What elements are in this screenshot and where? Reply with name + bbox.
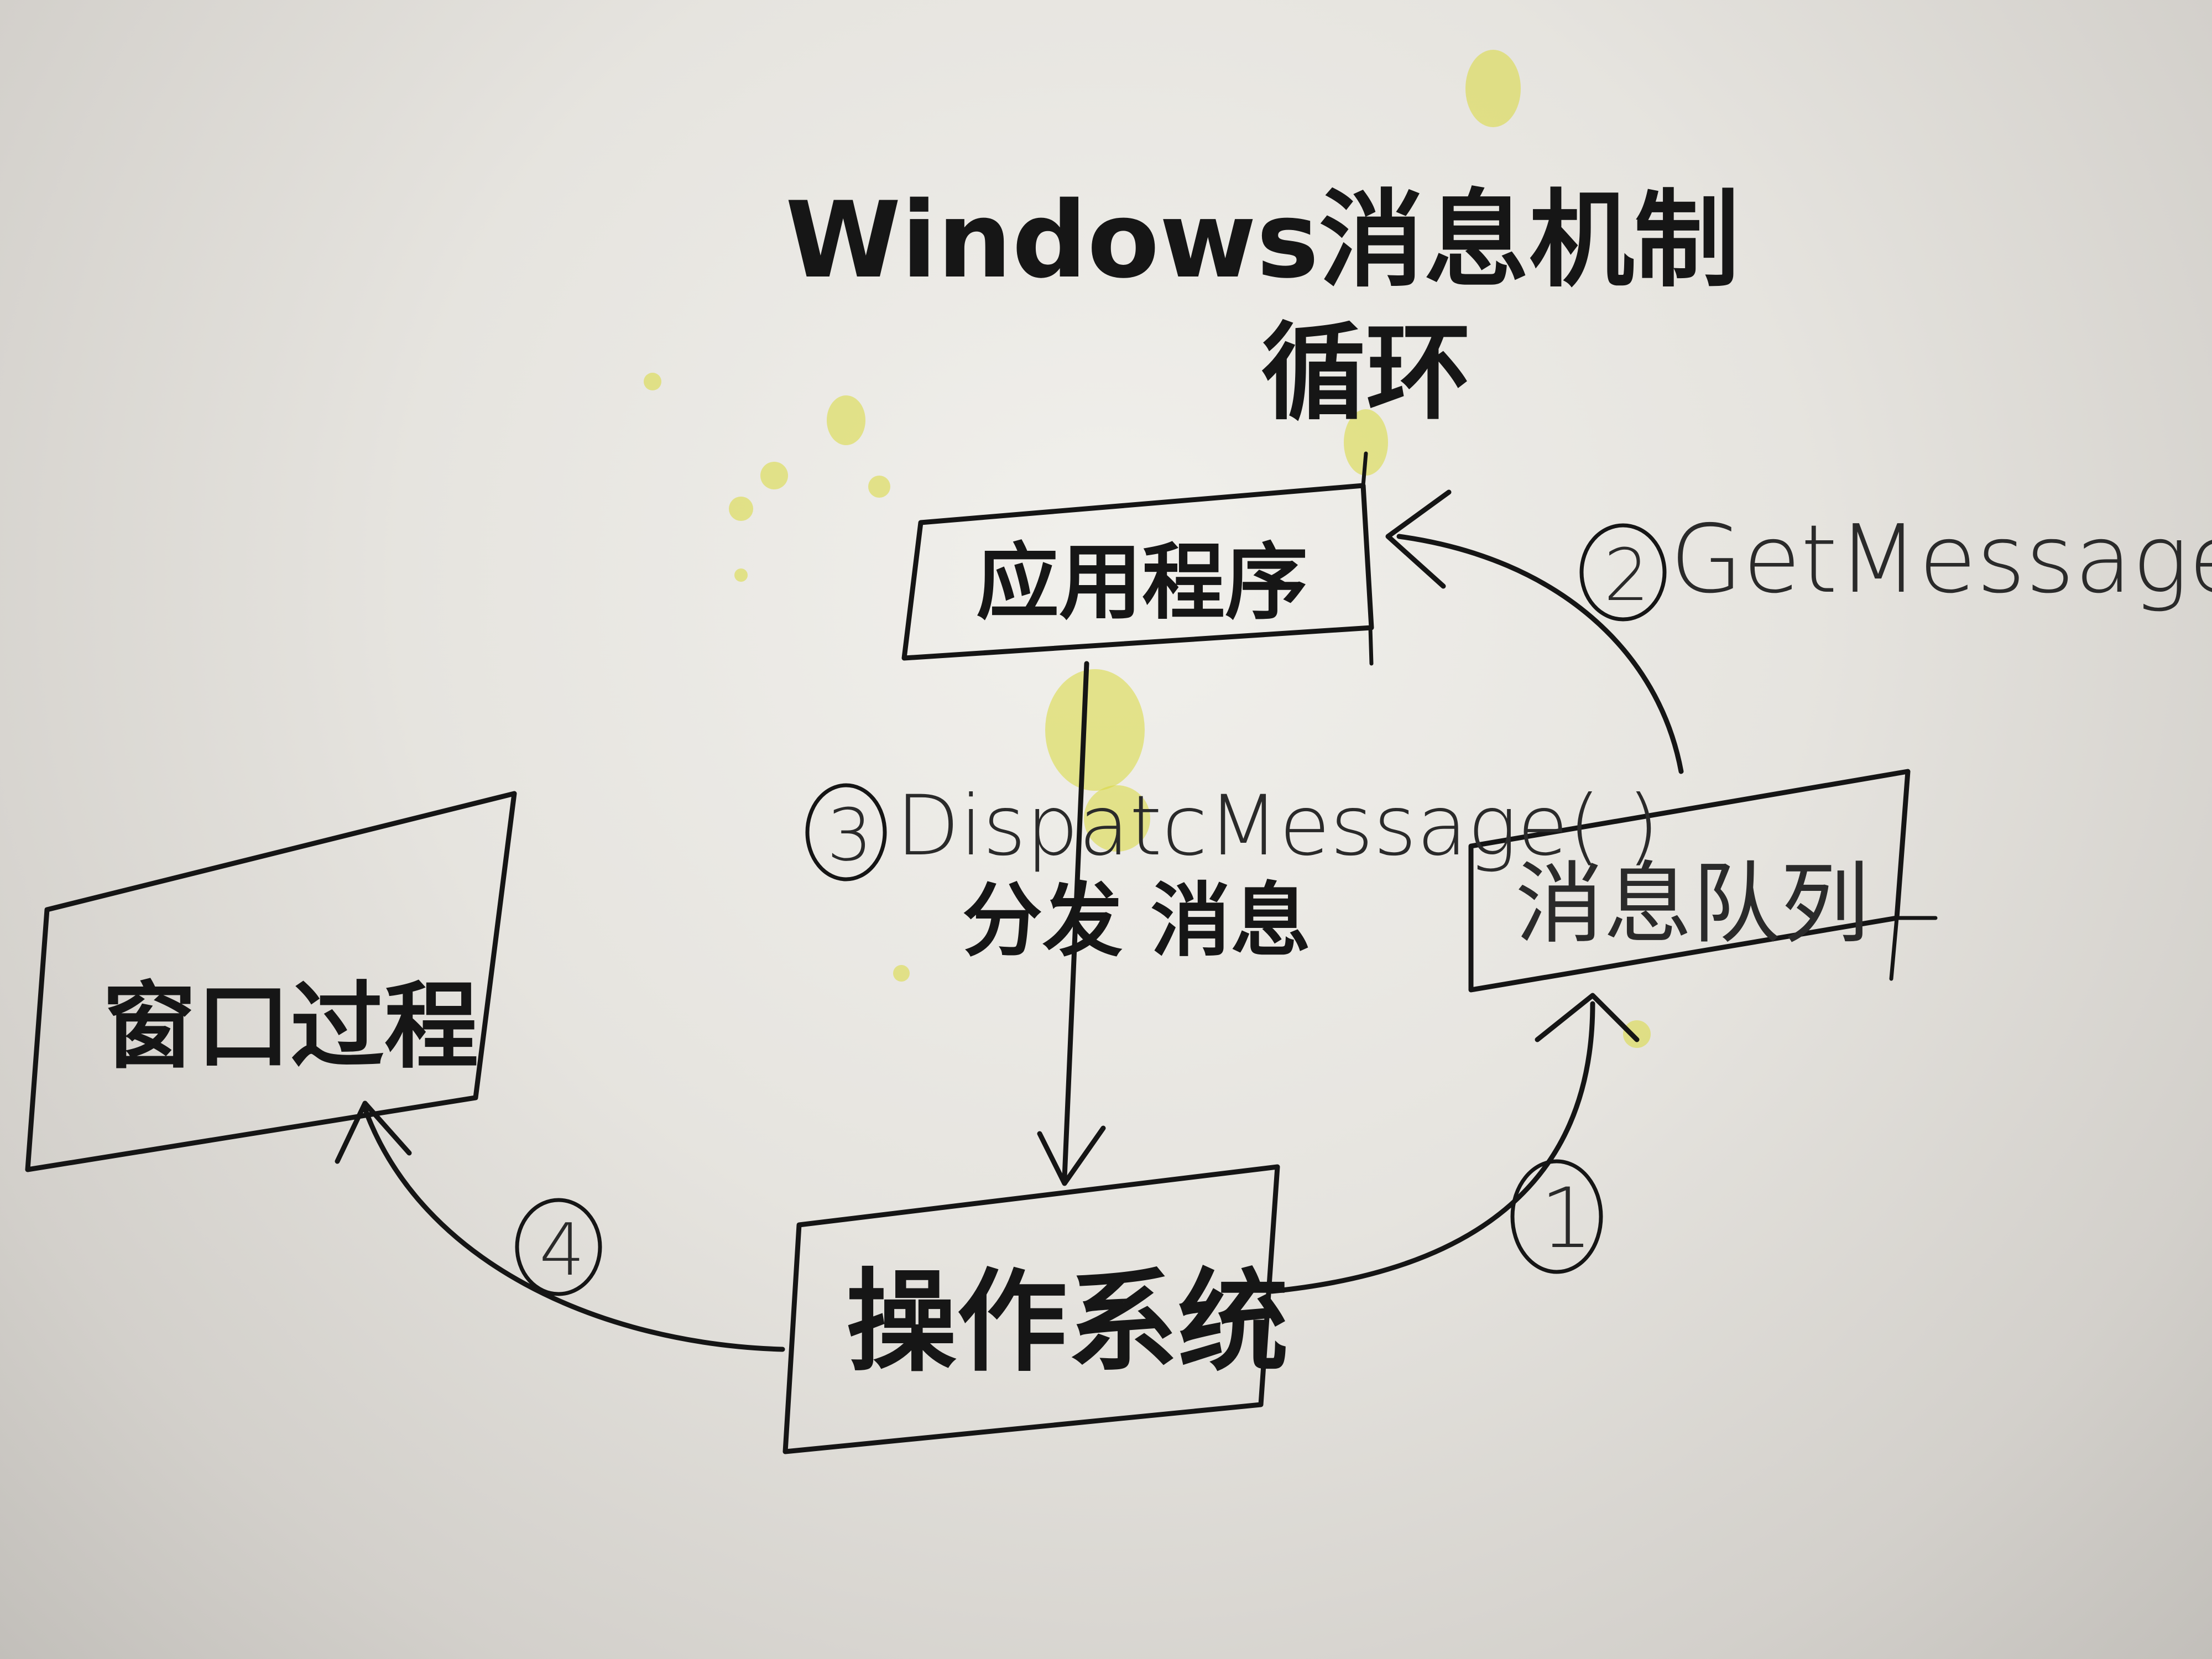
edge-os-to-wndproc: 4: [335, 1100, 785, 1352]
step-3-sublabel: 分发 消息: [962, 874, 1311, 968]
node-message-queue: 消息队列: [1468, 769, 1938, 993]
node-application: 应用程序: [901, 451, 1374, 666]
node-window-procedure-label: 窗口过程: [102, 972, 478, 1082]
edge-os-to-queue: 1: [1269, 993, 1640, 1294]
step-2-number: 2: [1604, 533, 1650, 617]
diagram-title: Windows消息机制: [785, 179, 1739, 301]
node-operating-system-label: 操作系统: [846, 1258, 1288, 1387]
node-message-queue-label: 消息队列: [1515, 852, 1869, 956]
step-1-number: 1: [1540, 1171, 1593, 1267]
node-window-procedure: 窗口过程: [25, 791, 517, 1172]
stain-marks: [644, 50, 1651, 1048]
step-3-label: DispatcMessage( ): [896, 778, 1660, 874]
diagram-subtitle: 循环: [1261, 312, 1471, 434]
node-application-label: 应用程序: [976, 535, 1308, 631]
edge-queue-to-app: 2 GetMessage( ): [1385, 489, 2212, 774]
node-operating-system: 操作系统: [782, 1164, 1288, 1454]
step-3-number: 3: [827, 793, 873, 877]
step-4-number: 4: [539, 1208, 585, 1292]
edge-app-to-os: 3 DispatcMessage( ) 分发 消息: [805, 661, 1660, 1186]
step-2-label: GetMessage( ): [1670, 505, 2212, 614]
